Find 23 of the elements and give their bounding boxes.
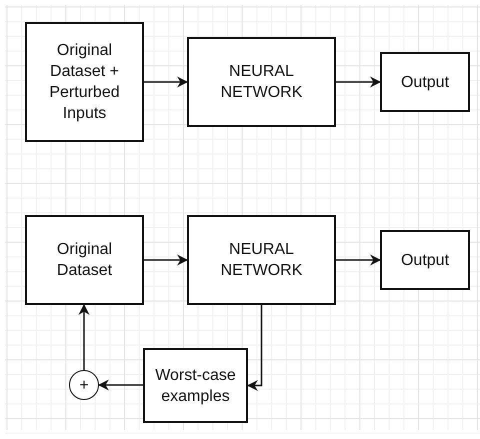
box-label: Output [400,250,450,270]
box-label: NEURAL NETWORK [220,62,304,103]
arrow [246,305,262,391]
process-box [187,37,336,127]
box-label: Worst-case examples [154,366,237,406]
arrow [144,76,188,88]
process-box [143,348,248,423]
box-label: NEURAL NETWORK [220,240,304,281]
arrow [98,380,143,390]
arrow [336,76,382,88]
box-label: Original Dataset [56,240,114,281]
box-label: Original Dataset + Perturbed Inputs [48,41,121,124]
process-box [380,52,470,112]
arrow [336,254,382,266]
process-box [25,22,144,142]
arrow [78,304,90,370]
arrow [144,254,188,266]
process-box [187,215,336,305]
process-box [380,230,470,290]
plus-sign: + [79,376,89,396]
sum-circle [69,370,99,400]
box-label: Output [400,72,450,92]
process-box [25,215,144,305]
